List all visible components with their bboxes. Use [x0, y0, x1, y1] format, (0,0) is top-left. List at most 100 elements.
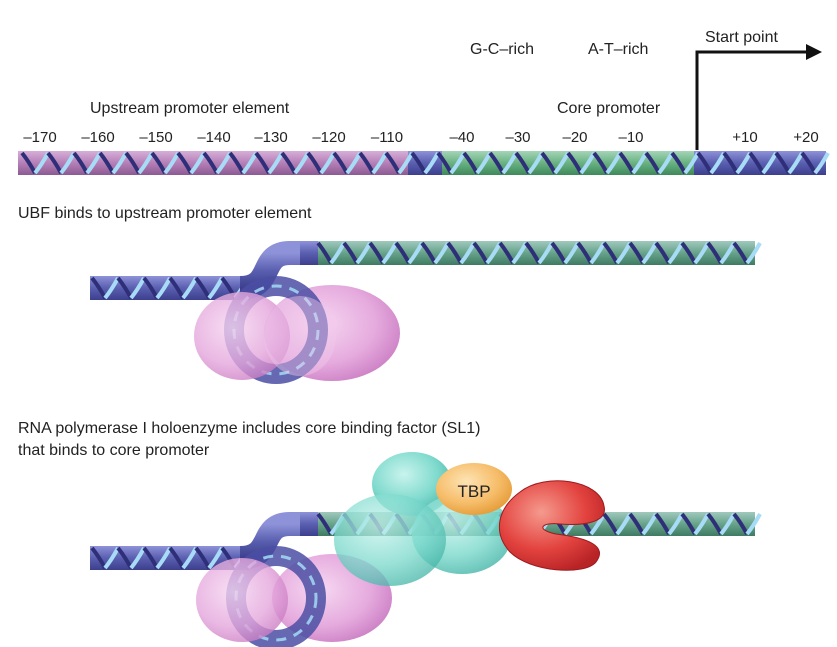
helix-strand: [631, 152, 648, 175]
helix-strand: [628, 241, 645, 264]
helix-strand: [46, 151, 63, 174]
helix-strand: [615, 242, 632, 265]
helix-strand: [787, 152, 804, 175]
helix-strand: [602, 512, 619, 535]
helix-strand: [644, 151, 661, 174]
helix-strand: [33, 152, 50, 175]
tick-label: –110: [371, 129, 403, 146]
at-rich-label: A-T–rich: [588, 41, 648, 58]
tick-label: –160: [81, 129, 114, 146]
helix-strand: [605, 152, 622, 175]
helix-strand: [748, 151, 765, 174]
helix-strand: [85, 152, 102, 175]
helix-strand: [241, 152, 258, 175]
ubf-caption: UBF binds to upstream promoter element: [18, 205, 312, 222]
helix-strand: [163, 152, 180, 175]
tick-label: +20: [793, 129, 818, 146]
helix-strand: [280, 151, 297, 174]
helix-strand: [90, 276, 107, 299]
gc-rich-label: G-C–rich: [470, 41, 534, 58]
helix-strand: [683, 152, 700, 175]
helix-strand: [446, 241, 463, 264]
helix-strand: [550, 241, 567, 264]
helix-strand: [358, 151, 375, 174]
helix-strand: [20, 151, 37, 174]
helix-strand: [155, 277, 172, 300]
pol-caption-line2: that binds to core promoter: [18, 442, 210, 459]
tick-label: –40: [449, 129, 474, 146]
helix-strand: [103, 547, 120, 570]
helix-strand: [394, 241, 411, 264]
position-ticks: –170 –160 –150 –140 –130 –120 –110 –40 –…: [23, 129, 818, 146]
sl1-subunit: [334, 494, 446, 586]
helix-strand: [98, 151, 115, 174]
tick-label: –10: [618, 129, 643, 146]
helix-strand: [566, 151, 583, 174]
helix-strand: [137, 152, 154, 175]
tick-label: –150: [139, 129, 172, 146]
helix-strand: [150, 151, 167, 174]
helix-strand: [116, 546, 133, 569]
tick-label: –120: [312, 129, 345, 146]
helix-strand: [524, 241, 541, 264]
helix-strand: [189, 152, 206, 175]
tbp-label: TBP: [457, 482, 490, 501]
helix-strand: [641, 242, 658, 265]
helix-strand: [709, 152, 726, 175]
helix-strand: [228, 151, 245, 174]
helix-strand: [423, 152, 440, 175]
helix-strand: [293, 152, 310, 175]
helix-strand: [761, 152, 778, 175]
helix-strand: [579, 152, 596, 175]
helix-strand: [142, 546, 159, 569]
helix-strand: [345, 152, 362, 175]
helix-strand: [475, 152, 492, 175]
helix-strand: [90, 546, 107, 569]
helix-strand: [628, 512, 645, 535]
helix-strand: [381, 242, 398, 265]
tick-label: –20: [562, 129, 587, 146]
bottom-dna-complex: TBP: [90, 452, 762, 647]
start-point-arrow: [695, 44, 822, 150]
helix-strand: [207, 547, 224, 570]
helix-strand: [59, 152, 76, 175]
helix-strand: [618, 151, 635, 174]
helix-strand: [181, 547, 198, 570]
helix-strand: [267, 152, 284, 175]
core-promoter-label: Core promoter: [557, 100, 661, 117]
helix-strand: [719, 513, 736, 536]
helix-strand: [420, 241, 437, 264]
helix-strand: [706, 512, 723, 535]
helix-strand: [745, 513, 762, 536]
helix-strand: [485, 242, 502, 265]
helix-strand: [306, 151, 323, 174]
helix-strand: [181, 277, 198, 300]
helix-strand: [202, 151, 219, 174]
tbp-protein: [436, 463, 512, 515]
helix-strand: [316, 512, 333, 535]
helix-strand: [537, 242, 554, 265]
helix-strand: [116, 276, 133, 299]
helix-strand: [576, 241, 593, 264]
helix-strand: [602, 241, 619, 264]
helix-strand: [667, 242, 684, 265]
helix-strand: [462, 151, 479, 174]
helix-strand: [540, 151, 557, 174]
helix-strand: [670, 151, 687, 174]
tick-label: –30: [505, 129, 530, 146]
helix-strand: [813, 152, 830, 175]
helix-strand: [654, 512, 671, 535]
tick-label: +10: [732, 129, 757, 146]
helix-strand: [329, 242, 346, 265]
helix-strand: [168, 276, 185, 299]
helix-strand: [459, 242, 476, 265]
helix-strand: [194, 276, 211, 299]
helix-strand: [142, 276, 159, 299]
helix-strand: [693, 513, 710, 536]
helix-strand: [433, 242, 450, 265]
helix-strand: [194, 546, 211, 569]
helix-strand: [72, 151, 89, 174]
tick-label: –170: [23, 129, 56, 146]
helix-strand: [774, 151, 791, 174]
helix-strand: [553, 152, 570, 175]
